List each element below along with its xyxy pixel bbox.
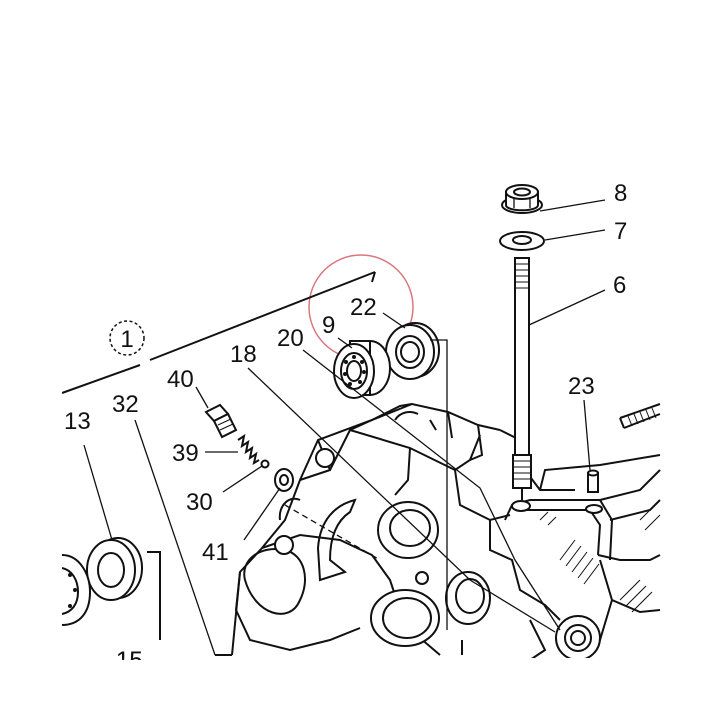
crankcase-housing (215, 402, 661, 661)
part-39-spring (237, 433, 260, 466)
label-40: 40 (167, 366, 194, 393)
part-13-oil-seal (86, 537, 143, 601)
part-7-washer (499, 231, 545, 251)
label-41: 41 (202, 539, 229, 566)
label-23: 23 (568, 373, 595, 400)
label-13: 13 (64, 408, 91, 435)
part-22-oil-seal (385, 322, 440, 380)
leader-lines (83, 199, 606, 656)
part-40-plug-screw (204, 403, 238, 439)
part-left-bearing (61, 554, 92, 626)
label-32: 32 (112, 391, 139, 418)
part-9-ball-bearing (333, 340, 391, 399)
label-30: 30 (186, 489, 213, 516)
label-9: 9 (322, 312, 335, 339)
label-8: 8 (614, 180, 627, 207)
label-6: 6 (613, 272, 626, 299)
part-30-ball (260, 459, 270, 469)
group-marker-label: 1 (120, 326, 133, 353)
part-41-seal-ring (274, 468, 294, 492)
label-20: 20 (277, 325, 304, 352)
label-39: 39 (172, 440, 199, 467)
part-15-bracket (147, 551, 161, 640)
group-marker: 1 (109, 320, 145, 356)
part-8-flange-nut (501, 184, 543, 214)
label-22: 22 (350, 294, 377, 321)
label-7: 7 (614, 218, 627, 245)
upper-right-stud (619, 403, 661, 429)
label-18: 18 (230, 341, 257, 368)
crop-mask-bottom-strip (0, 660, 720, 720)
part-23-dowel-pin (587, 469, 599, 493)
part-6-stud (512, 257, 532, 500)
callout-labels: 8 7 6 22 9 20 18 23 40 32 13 39 30 41 15 (64, 180, 627, 674)
group-separator-line (61, 271, 376, 394)
